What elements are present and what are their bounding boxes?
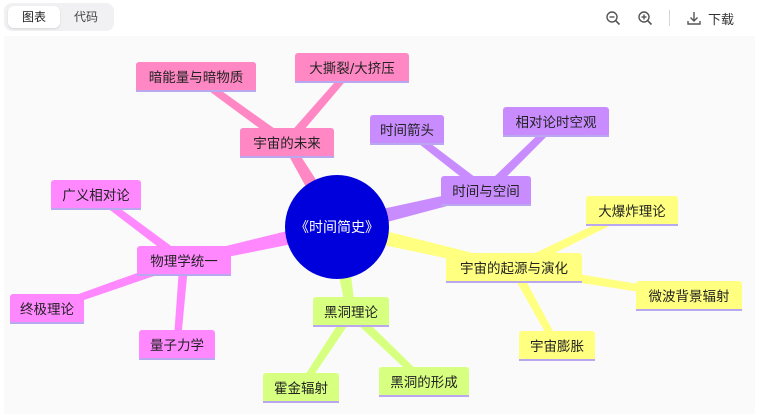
- mindmap-edge: [298, 309, 355, 390]
- node-label: 霍金辐射: [274, 381, 328, 397]
- node-dark[interactable]: 暗能量与暗物质: [136, 62, 256, 92]
- node-underline: [586, 224, 678, 226]
- mindmap-canvas[interactable]: 暗能量与暗物质 大撕裂/大挤压宇宙的未来 时间箭头 相对论时空观时间与空间大爆炸理论微…: [4, 36, 755, 414]
- node-box: [370, 115, 444, 145]
- node-box: [136, 62, 256, 92]
- node-label: 黑洞理论: [324, 305, 378, 321]
- zoom-out-icon: [606, 11, 621, 26]
- node-arrow[interactable]: 时间箭头: [370, 115, 444, 145]
- node-origin[interactable]: 宇宙的起源与演化: [446, 253, 582, 283]
- node-underline: [51, 208, 141, 210]
- central-topic-label: 《时间简史》: [295, 219, 379, 236]
- node-underline: [10, 322, 84, 324]
- node-box: [446, 253, 582, 283]
- mindmap-edge: [173, 260, 189, 346]
- node-inflation[interactable]: 宇宙膨胀: [519, 331, 595, 361]
- node-box: [503, 107, 609, 137]
- node-relativity[interactable]: 相对论时空观: [503, 107, 609, 137]
- node-label: 大爆炸理论: [598, 204, 666, 220]
- node-spacetime[interactable]: 时间与空间: [441, 176, 531, 206]
- node-underline: [137, 274, 231, 276]
- node-box: [137, 246, 231, 276]
- toolbar-divider: [669, 10, 670, 26]
- central-topic-circle: [285, 175, 389, 279]
- node-label: 大撕裂/大挤压: [309, 61, 395, 77]
- node-underline: [263, 401, 339, 403]
- node-label: 宇宙的未来: [253, 136, 321, 152]
- node-box: [51, 180, 141, 210]
- node-box: [139, 330, 215, 360]
- node-underline: [636, 309, 742, 311]
- node-label: 时间与空间: [452, 184, 520, 200]
- zoom-out-button[interactable]: [605, 8, 621, 28]
- node-box: [313, 297, 389, 327]
- node-label: 黑洞的形成: [390, 375, 458, 391]
- node-underline: [136, 90, 256, 92]
- node-underline: [240, 156, 334, 158]
- node-underline: [379, 395, 469, 397]
- zoom-in-icon: [638, 11, 653, 26]
- node-underline: [503, 135, 609, 137]
- toolbar: 图表 代码 下载: [0, 0, 759, 36]
- node-label: 量子力学: [150, 338, 204, 354]
- node-box: [441, 176, 531, 206]
- node-box: [586, 196, 678, 226]
- node-box: [240, 128, 334, 158]
- node-label: 微波背景辐射: [649, 289, 730, 305]
- node-label: 宇宙的起源与演化: [460, 261, 568, 277]
- mindmap-edge: [510, 265, 561, 348]
- node-label: 时间箭头: [380, 122, 434, 139]
- node-box: [636, 281, 742, 311]
- node-underline: [519, 359, 595, 361]
- node-label: 物理学统一: [150, 254, 218, 270]
- view-tabs: 图表 代码: [4, 3, 114, 31]
- node-underline: [313, 325, 389, 327]
- node-gr[interactable]: 广义相对论: [51, 180, 141, 210]
- node-label: 终极理论: [20, 302, 74, 318]
- node-label: 广义相对论: [62, 188, 130, 204]
- node-future[interactable]: 宇宙的未来: [240, 128, 334, 158]
- mindmap-edge: [347, 308, 427, 385]
- node-label: 暗能量与暗物质: [149, 70, 244, 86]
- node-label: 宇宙膨胀: [530, 339, 584, 355]
- central-topic[interactable]: 《时间简史》: [285, 175, 389, 279]
- node-box: [519, 331, 595, 361]
- node-underline: [370, 143, 444, 145]
- tab-chart[interactable]: 图表: [8, 6, 60, 28]
- node-box: [10, 294, 84, 324]
- node-unify[interactable]: 物理学统一: [137, 246, 231, 276]
- node-rip[interactable]: 大撕裂/大挤压: [295, 53, 409, 83]
- download-button[interactable]: 下载: [686, 8, 734, 28]
- node-qm[interactable]: 量子力学: [139, 330, 215, 360]
- node-underline: [295, 81, 409, 83]
- zoom-in-button[interactable]: [637, 8, 653, 28]
- download-icon: [687, 12, 701, 25]
- node-underline: [446, 281, 582, 283]
- node-blackhole[interactable]: 黑洞理论: [313, 297, 389, 327]
- tab-code[interactable]: 代码: [73, 10, 98, 24]
- mindmap-edge: [283, 65, 355, 146]
- mindmap-edge: [482, 119, 559, 195]
- download-label: 下载: [708, 12, 735, 28]
- node-hawking[interactable]: 霍金辐射: [263, 373, 339, 403]
- node-bigbang[interactable]: 大爆炸理论: [586, 196, 678, 226]
- node-toe[interactable]: 终极理论: [10, 294, 84, 324]
- node-formation[interactable]: 黑洞的形成: [379, 367, 469, 397]
- node-cmb[interactable]: 微波背景辐射: [636, 281, 742, 311]
- node-box: [295, 53, 409, 83]
- node-box: [263, 373, 339, 403]
- node-box: [379, 367, 469, 397]
- node-label: 相对论时空观: [516, 115, 597, 131]
- node-underline: [441, 204, 531, 206]
- node-underline: [139, 358, 215, 360]
